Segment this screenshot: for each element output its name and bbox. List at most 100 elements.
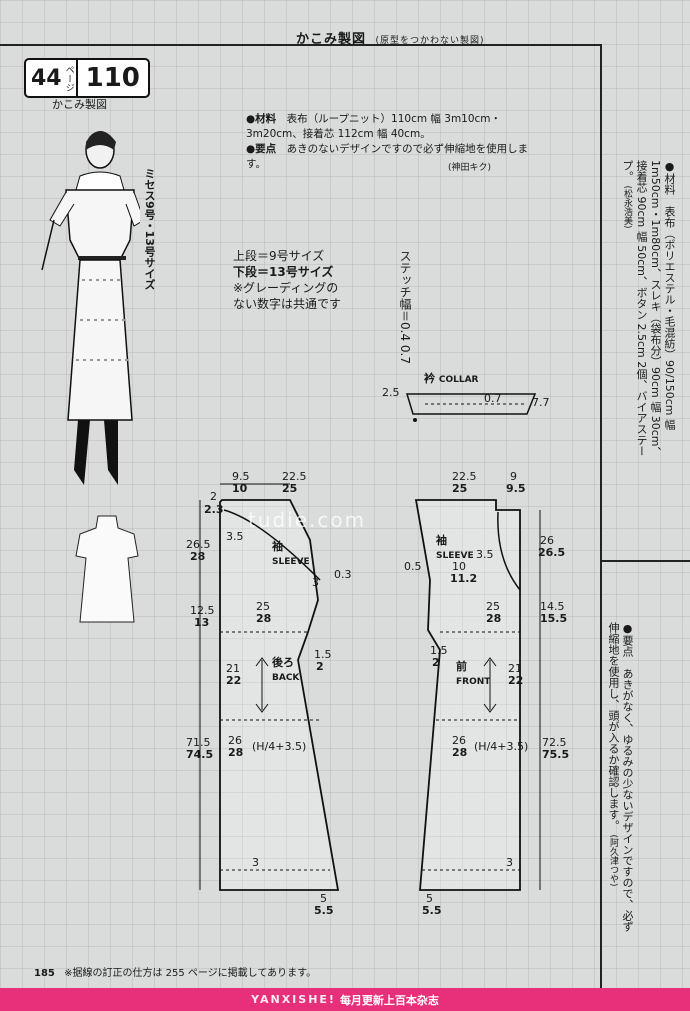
point-text: あきのないデザインですので必ず伸縮地を使用します。	[246, 143, 529, 170]
collar-d2: 0.7	[484, 392, 502, 405]
collar-pattern	[405, 393, 537, 422]
front-top-b: 25	[452, 482, 468, 495]
column-divider	[600, 44, 602, 989]
badge-page-ref: 44	[31, 65, 62, 91]
size-note-lower: 下段＝13号サイズ	[233, 265, 334, 279]
footer-brand: YANXISHE!	[251, 993, 336, 1006]
back-mid-b: 22	[226, 674, 242, 687]
stitch-width: ステッチ幅＝0.4 0.7	[398, 250, 412, 364]
materials-text: 表布（ループニット）110cm 幅 3m10cm・3m20cm、接着芯 112c…	[246, 113, 502, 140]
front-sl-a: 0.5	[404, 560, 422, 573]
back-neck-a: 2	[210, 490, 217, 503]
back-chest-a: 12.5	[190, 604, 215, 617]
back-chest-b: 13	[194, 616, 210, 629]
front-sl-d: 3.5	[476, 548, 494, 561]
badge-number: 110	[75, 60, 148, 96]
point-label: ●要点	[246, 143, 277, 155]
front-side-b: 2	[432, 656, 440, 669]
side-materials: ●材料 表布（ポリエステル・毛混紡）90/150cm 幅 1m50cm・1m80…	[620, 160, 676, 460]
materials-credit: (神田キク)	[448, 163, 492, 173]
front-arm-a: 26	[540, 534, 554, 547]
front-sl-b: 10	[452, 560, 466, 573]
back-len-b: 74.5	[186, 748, 214, 761]
size-note: 上段＝9号サイズ 下段＝13号サイズ ※グレーディングのない数字は共通です	[233, 248, 348, 312]
back-hem-c: 5.5	[314, 904, 334, 917]
front-top-a: 22.5	[452, 470, 477, 483]
side-point: ●要点 あきがなく、ゆるみの少ないデザインですので、必ず伸縮地を使用し、頭が入る…	[606, 622, 634, 942]
front-hip-b: 28	[452, 746, 468, 759]
back-pattern	[199, 483, 340, 891]
page-number: 185	[34, 968, 55, 979]
front-hip-formula: (H/4+3.5)	[474, 740, 529, 753]
front-mid-b: 22	[508, 674, 524, 687]
materials-block: ●材料 表布（ループニット）110cm 幅 3m10cm・3m20cm、接着芯 …	[246, 112, 536, 172]
back-hip-formula: (H/4+3.5)	[252, 740, 307, 753]
front-sl-c: 11.2	[450, 572, 478, 585]
header-title-text: かこみ製図	[296, 32, 367, 47]
back-arm-b: 28	[190, 550, 206, 563]
front-top-c: 9	[510, 470, 517, 483]
front-hem-c: 5.5	[422, 904, 442, 917]
badge-caption: かこみ製図	[52, 98, 107, 111]
back-top-d: 25	[282, 482, 298, 495]
back-view-sketch	[75, 515, 139, 623]
collar-d3: 7.7	[532, 396, 550, 409]
materials-label: ●材料	[246, 113, 277, 125]
model-illustration	[41, 131, 140, 485]
pattern-badge: 44 ページ 110	[24, 58, 150, 98]
back-sl-b: 0.3	[334, 568, 352, 581]
footer-note-text: ※据線の訂正の仕方は 255 ページに掲載してあります。	[64, 968, 317, 979]
footer-bar: YANXISHE! 每月更新上百本杂志	[0, 988, 690, 1011]
back-hem-b: 5	[320, 892, 327, 905]
collar-label: 衿 COLLAR	[424, 372, 479, 385]
size-note-upper: 上段＝9号サイズ	[233, 249, 325, 263]
front-mid-a: 21	[508, 662, 522, 675]
back-hip-b: 28	[228, 746, 244, 759]
front-hem-b: 5	[426, 892, 433, 905]
front-arm-b: 26.5	[538, 546, 566, 559]
front-len-b: 75.5	[542, 748, 570, 761]
footer-slogan: 每月更新上百本杂志	[339, 993, 439, 1007]
side-materials-text: ●材料 表布（ポリエステル・毛混紡）90/150cm 幅 1m50cm・1m80…	[621, 160, 676, 458]
back-side-b: 2	[316, 660, 324, 673]
model-size-label: ミセス9号・13号サイズ	[143, 168, 156, 290]
header-title: かこみ製図 (原型をつかわない製図)	[296, 28, 485, 47]
side-credit-2: (阿久津つや)	[608, 834, 618, 887]
back-top-c: 22.5	[282, 470, 307, 483]
back-w-b: 28	[256, 612, 272, 625]
watermark: tudie.com	[248, 508, 367, 532]
front-side-a: 1.5	[430, 644, 448, 657]
front-len-a: 72.5	[542, 736, 567, 749]
back-w-a: 25	[256, 600, 270, 613]
front-chest-b: 15.5	[540, 612, 568, 625]
back-sl-a: 3	[312, 576, 319, 589]
back-top-b: 10	[232, 482, 248, 495]
back-neck-b: 2.3	[204, 503, 224, 516]
back-len-a: 71.5	[186, 736, 211, 749]
back-mid-a: 21	[226, 662, 240, 675]
front-chest-a: 14.5	[540, 600, 565, 613]
back-top-a: 9.5	[232, 470, 250, 483]
back-hip-a: 26	[228, 734, 242, 747]
front-hem-a: 3	[506, 856, 513, 869]
front-pattern	[414, 499, 541, 891]
front-top-d: 9.5	[506, 482, 526, 495]
front-hip-a: 26	[452, 734, 466, 747]
header-rule	[0, 44, 600, 46]
badge-unit: ページ	[63, 64, 74, 92]
back-arm-a: 26.5	[186, 538, 211, 551]
front-w-b: 28	[486, 612, 502, 625]
back-hem-a: 3	[252, 856, 259, 869]
collar-d1: 2.5	[382, 386, 400, 399]
side-point-text: ●要点 あきがなく、ゆるみの少ないデザインですので、必ず伸縮地を使用し、頭が入る…	[607, 622, 634, 932]
header-subtitle: (原型をつかわない製図)	[375, 36, 485, 46]
back-shoulder: 3.5	[226, 530, 244, 543]
side-credit-1: (松永浩美)	[622, 185, 632, 229]
side-divider	[600, 560, 690, 562]
